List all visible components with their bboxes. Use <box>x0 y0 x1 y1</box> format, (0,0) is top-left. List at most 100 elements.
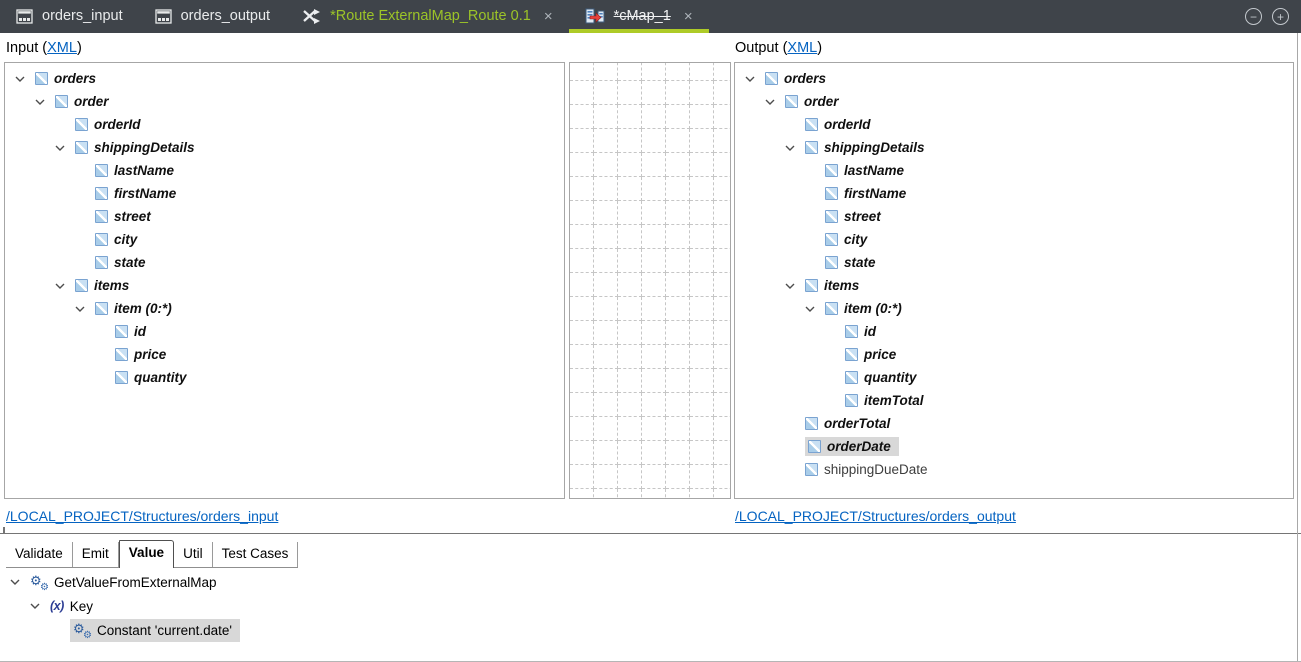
tab-route-externalmap[interactable]: *Route ExternalMap_Route 0.1 × <box>286 0 568 33</box>
chevron-down-icon[interactable] <box>785 145 805 151</box>
tree-row-id[interactable]: id <box>5 320 564 343</box>
grid-cell <box>642 81 666 105</box>
horizontal-splitter[interactable] <box>0 533 1301 534</box>
function-gears-icon: ⚙⚙ <box>30 572 49 593</box>
chevron-down-icon[interactable] <box>55 283 75 289</box>
close-icon[interactable]: × <box>543 8 553 25</box>
tree-row-street[interactable]: street <box>735 205 1293 228</box>
grid-cell <box>714 81 730 105</box>
zoom-out-icon[interactable]: − <box>1245 8 1262 25</box>
grid-cell <box>570 201 594 225</box>
tree-row-items[interactable]: items <box>5 274 564 297</box>
tree-row-street[interactable]: street <box>5 205 564 228</box>
tab-cmap-active[interactable]: *cMap_1 × <box>568 0 709 33</box>
tab-test-cases[interactable]: Test Cases <box>212 542 299 567</box>
chevron-down-icon[interactable] <box>30 603 50 609</box>
zoom-in-icon[interactable]: + <box>1272 8 1289 25</box>
close-icon[interactable]: × <box>683 8 693 25</box>
input-xml-link[interactable]: XML <box>47 40 77 56</box>
grid-cell <box>666 417 690 441</box>
tree-row-order[interactable]: order <box>5 90 564 113</box>
structure-icon <box>16 9 33 24</box>
tree-row-city[interactable]: city <box>735 228 1293 251</box>
output-title: Output <box>735 40 779 56</box>
tree-label: state <box>114 255 146 270</box>
tree-row-item[interactable]: item (0:*) <box>5 297 564 320</box>
tab-emit[interactable]: Emit <box>72 542 119 567</box>
grid-cell <box>666 273 690 297</box>
output-structure-path-link[interactable]: /LOCAL_PROJECT/Structures/orders_output <box>735 508 1016 524</box>
tree-row-id[interactable]: id <box>735 320 1293 343</box>
chevron-down-icon[interactable] <box>15 76 35 82</box>
tree-row-orderId[interactable]: orderId <box>5 113 564 136</box>
chevron-down-icon[interactable] <box>745 76 765 82</box>
xml-element-icon <box>805 141 818 154</box>
tab-value[interactable]: Value <box>118 540 175 568</box>
tree-row-firstName[interactable]: firstName <box>735 182 1293 205</box>
grid-cell <box>618 177 642 201</box>
xml-element-icon <box>115 371 128 384</box>
tree-row-quantity[interactable]: quantity <box>735 366 1293 389</box>
tree-row-price[interactable]: price <box>5 343 564 366</box>
tree-row-price[interactable]: price <box>735 343 1293 366</box>
output-xml-link[interactable]: XML <box>787 40 818 56</box>
tree-row-orders[interactable]: orders <box>735 67 1293 90</box>
xml-element-icon <box>765 72 778 85</box>
chevron-down-icon[interactable] <box>10 579 30 585</box>
tree-row-key[interactable]: (x) Key <box>6 594 240 618</box>
tree-row-constant-selected[interactable]: ⚙⚙ Constant 'current.date' <box>6 618 240 642</box>
tree-row-shippingDetails[interactable]: shippingDetails <box>735 136 1293 159</box>
tree-row-state[interactable]: state <box>5 251 564 274</box>
tree-row-orderId[interactable]: orderId <box>735 113 1293 136</box>
tree-row-item[interactable]: item (0:*) <box>735 297 1293 320</box>
tree-label: state <box>844 255 876 270</box>
chevron-down-icon[interactable] <box>55 145 75 151</box>
xml-element-icon <box>115 325 128 338</box>
tree-row-quantity[interactable]: quantity <box>5 366 564 389</box>
grid-cell <box>594 63 618 81</box>
grid-cell <box>690 273 714 297</box>
tree-row-orders[interactable]: orders <box>5 67 564 90</box>
tab-validate[interactable]: Validate <box>6 542 73 567</box>
tree-row-firstName[interactable]: firstName <box>5 182 564 205</box>
xml-element-icon <box>845 348 858 361</box>
selected-row-highlight: orderDate <box>805 437 899 456</box>
tree-label: street <box>844 209 881 224</box>
tree-row-shippingDueDate[interactable]: shippingDueDate <box>735 458 1293 481</box>
tree-row-orderTotal[interactable]: orderTotal <box>735 412 1293 435</box>
grid-cell <box>618 129 642 153</box>
grid-cell <box>714 153 730 177</box>
tab-orders-output[interactable]: orders_output <box>139 0 286 33</box>
input-structure-path-link[interactable]: /LOCAL_PROJECT/Structures/orders_input <box>6 508 279 524</box>
tab-orders-input[interactable]: orders_input <box>0 0 139 33</box>
tree-label: street <box>114 209 151 224</box>
chevron-down-icon[interactable] <box>805 306 825 312</box>
grid-cell <box>594 369 618 393</box>
chevron-down-icon[interactable] <box>785 283 805 289</box>
tree-row-order[interactable]: order <box>735 90 1293 113</box>
chevron-down-icon[interactable] <box>35 99 55 105</box>
grid-cell <box>570 321 594 345</box>
chevron-down-icon[interactable] <box>75 306 95 312</box>
grid-cell <box>642 417 666 441</box>
mapping-canvas[interactable] <box>569 62 731 499</box>
tree-row-itemTotal[interactable]: itemTotal <box>735 389 1293 412</box>
tree-row-lastName[interactable]: lastName <box>5 159 564 182</box>
grid-cell <box>570 105 594 129</box>
grid-cell <box>594 129 618 153</box>
tree-row-items[interactable]: items <box>735 274 1293 297</box>
splitter-handle[interactable] <box>3 527 5 534</box>
tree-row-lastName[interactable]: lastName <box>735 159 1293 182</box>
tree-label: quantity <box>134 370 187 385</box>
tree-row-getvaluefromexternalmap[interactable]: ⚙⚙ GetValueFromExternalMap <box>6 570 240 594</box>
tree-row-orderDate-selected[interactable]: orderDate <box>735 435 1293 458</box>
tree-row-shippingDetails[interactable]: shippingDetails <box>5 136 564 159</box>
tab-util[interactable]: Util <box>174 542 213 567</box>
tree-row-state[interactable]: state <box>735 251 1293 274</box>
active-tab-underline <box>568 29 709 33</box>
xml-element-icon <box>808 440 821 453</box>
grid-cell <box>570 129 594 153</box>
chevron-down-icon[interactable] <box>765 99 785 105</box>
tree-row-city[interactable]: city <box>5 228 564 251</box>
grid-cell <box>714 201 730 225</box>
